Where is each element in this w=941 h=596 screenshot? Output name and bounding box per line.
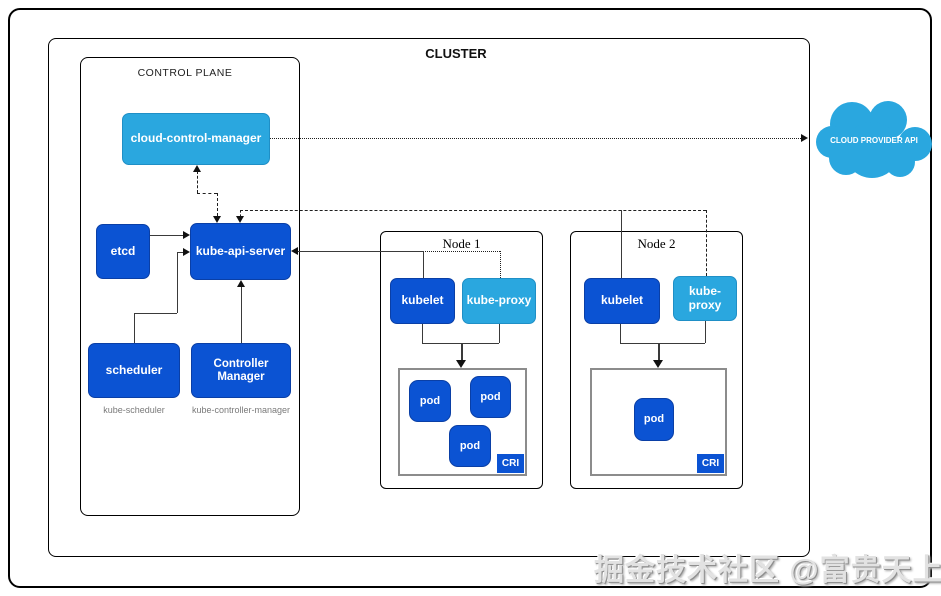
- edge-node2-cri: [620, 343, 705, 344]
- node-2-title: Node 2: [637, 236, 676, 251]
- arrowhead: [183, 248, 190, 256]
- edge-scheduler-apiserver: [134, 313, 177, 314]
- node-1-kubelet-label: kubelet: [401, 293, 444, 308]
- arrowhead: [653, 360, 663, 368]
- node-1-kube-proxy: kube-proxy: [462, 278, 536, 324]
- edge-node1-cri: [461, 343, 463, 361]
- controller-manager-node: Controller Manager: [191, 343, 291, 398]
- pod-label: pod: [419, 394, 441, 407]
- edge-apiserver-node2: [240, 210, 706, 211]
- edge-apiserver-node1: [297, 251, 423, 252]
- pod: pod: [470, 376, 511, 418]
- edge-etcd-apiserver: [150, 235, 183, 236]
- edge-node2-cri: [620, 324, 621, 343]
- pod: pod: [409, 380, 451, 422]
- node-1-cri-badge: CRI: [497, 454, 524, 473]
- arrowhead: [183, 231, 190, 239]
- edge-node1-kube-proxy: [423, 251, 500, 252]
- edge-ccm-apiserver: [217, 193, 218, 216]
- etcd-node: etcd: [96, 224, 150, 279]
- control-plane-label: CONTROL PLANE: [137, 67, 233, 79]
- arrowhead: [193, 165, 201, 172]
- edge-node1-cri: [422, 343, 499, 344]
- arrowhead: [291, 247, 298, 255]
- node-2-cri-badge: CRI: [697, 454, 724, 473]
- node-1-kubelet: kubelet: [390, 278, 455, 324]
- edge-node1-cri: [422, 324, 423, 343]
- cloud-control-manager-label: cloud-control-manager: [130, 131, 262, 146]
- kube-api-server-label: kube-api-server: [195, 243, 286, 258]
- edge-ccm-cloud-api: [270, 138, 801, 139]
- node-2-kubelet-label: kubelet: [600, 293, 643, 308]
- watermark-text: 掘金技术社区 @富贵天上飞: [594, 554, 941, 587]
- node-2-box: [570, 231, 743, 489]
- edge-node2-kube-proxy: [706, 210, 707, 276]
- edge-node2-cri: [705, 321, 706, 343]
- edge-scheduler-apiserver: [134, 313, 135, 343]
- arrowhead: [456, 360, 466, 368]
- arrowhead: [213, 216, 221, 223]
- scheduler-label: scheduler: [105, 362, 163, 377]
- pod: pod: [449, 425, 491, 467]
- etcd-label: etcd: [110, 243, 136, 258]
- edge-node2-cri: [658, 343, 660, 361]
- cluster-label: CLUSTER: [425, 46, 487, 61]
- kube-scheduler-caption: kube-scheduler: [103, 405, 165, 415]
- arrowhead: [801, 134, 808, 142]
- edge-node2-kubelet: [621, 210, 622, 278]
- scheduler-node: scheduler: [88, 343, 180, 398]
- node-2-kube-proxy-label: kube-proxy: [688, 284, 722, 312]
- edge-node1-kube-proxy: [500, 251, 501, 278]
- kube-controller-manager-caption: kube-controller-manager: [191, 405, 291, 415]
- node-1-kube-proxy-label: kube-proxy: [466, 293, 532, 308]
- pod-label: pod: [459, 439, 481, 452]
- edge-node1-cri: [499, 324, 500, 343]
- node-1-title: Node 1: [442, 236, 481, 251]
- node-1-box: [380, 231, 543, 489]
- cloud-provider-api-shape: CLOUD PROVIDER API: [816, 101, 932, 178]
- cloud-control-manager-node: cloud-control-manager: [122, 113, 270, 165]
- controller-manager-label: Controller Manager: [213, 357, 269, 383]
- kube-api-server-node: kube-api-server: [190, 223, 291, 280]
- cloud-provider-api-label: CLOUD PROVIDER API: [830, 136, 918, 145]
- node-2-kube-proxy: kube-proxy: [673, 276, 737, 321]
- edge-scheduler-apiserver: [177, 252, 183, 253]
- edge-node1-kubelet: [423, 251, 424, 278]
- pod: pod: [634, 398, 674, 441]
- node-2-kubelet: kubelet: [584, 278, 660, 324]
- edge-controller-manager-apiserver: [241, 287, 242, 343]
- pod-label: pod: [480, 390, 501, 403]
- edge-scheduler-apiserver: [177, 252, 178, 313]
- image-frame: [8, 8, 932, 588]
- control-plane-box: [80, 57, 300, 516]
- arrowhead: [237, 280, 245, 287]
- cluster-box: [48, 38, 810, 557]
- pod-label: pod: [643, 413, 665, 426]
- arrowhead: [236, 216, 244, 223]
- edge-ccm-apiserver: [197, 193, 217, 194]
- edge-apiserver-node2: [240, 210, 241, 217]
- edge-ccm-apiserver: [197, 171, 198, 193]
